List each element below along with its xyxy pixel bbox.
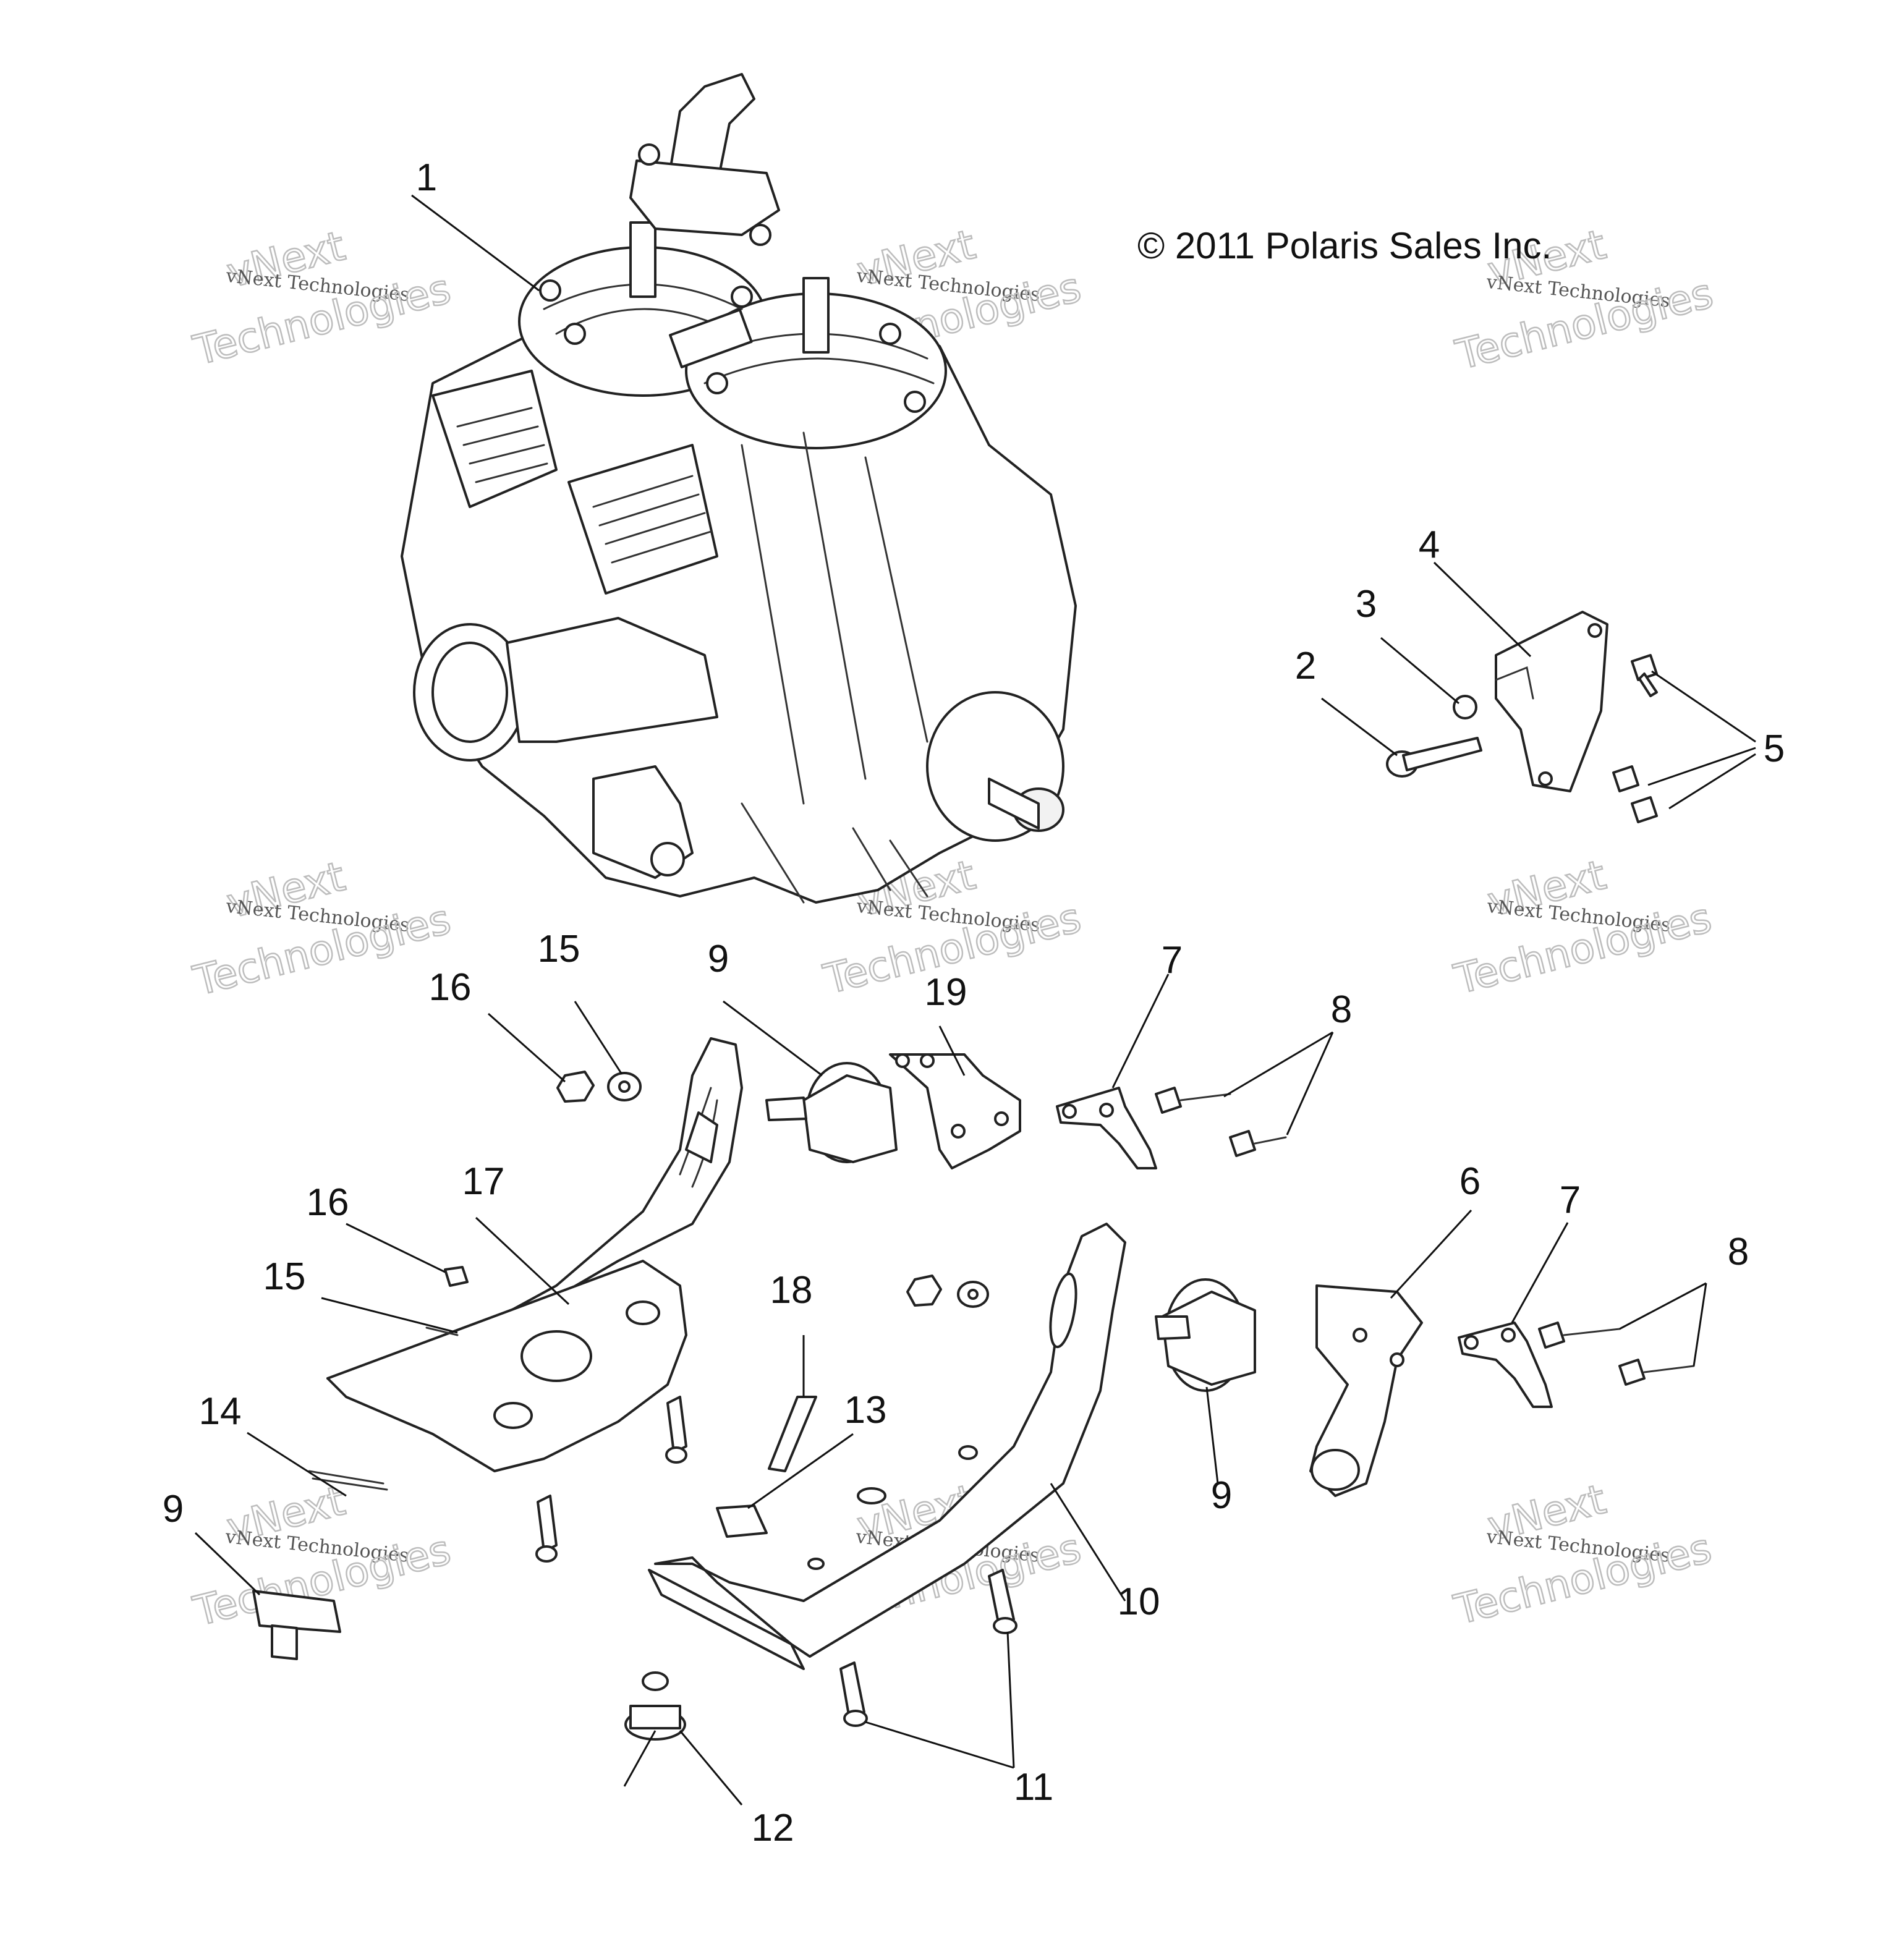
nut-part-16-upper	[556, 1071, 595, 1103]
washer-part-15-upper	[607, 1072, 642, 1101]
engine-assembly	[401, 73, 1077, 904]
callout-13: 13	[844, 1389, 887, 1432]
bumper-part-12	[624, 1671, 686, 1741]
callout-19: 19	[925, 971, 967, 1014]
callout-9-lower-right: 9	[1211, 1474, 1232, 1517]
callout-2: 2	[1295, 645, 1316, 687]
watermark-top-left: vNext vNext Technologies Technologies	[188, 221, 456, 375]
bolts-arm-17	[535, 1396, 687, 1563]
callout-18: 18	[770, 1269, 813, 1312]
callout-17: 17	[462, 1160, 505, 1203]
callout-3: 3	[1356, 583, 1377, 626]
callout-7-lower: 7	[1560, 1179, 1581, 1221]
callout-8-upper: 8	[1331, 988, 1352, 1031]
bolt-part-2	[1386, 737, 1482, 778]
callouts: 1 2 3 4 5 16 15 9 19 7 8 16 17 15 14 9 1…	[163, 156, 1785, 1849]
nut-part-3	[1453, 695, 1477, 719]
callout-16-lower: 16	[307, 1181, 349, 1224]
callout-1: 1	[416, 156, 437, 199]
watermark-bottom-right: vNext vNext Technologies Technologies	[1449, 1475, 1717, 1635]
link-part-7-upper	[1056, 1087, 1157, 1169]
bracket-part-6	[1309, 1284, 1423, 1497]
callout-5: 5	[1764, 728, 1785, 770]
plate-part-19	[889, 1053, 1021, 1169]
callout-15-lower: 15	[263, 1255, 306, 1298]
callout-9-lower-left: 9	[163, 1488, 184, 1530]
rivets-part-8-upper	[1155, 1087, 1287, 1157]
mount-part-9-lower-right	[1155, 1278, 1256, 1392]
callout-11: 11	[1014, 1766, 1053, 1809]
nut-part-16-lower	[444, 1266, 469, 1287]
mount-part-9-upper	[765, 1062, 898, 1163]
pad-part-13	[716, 1504, 768, 1538]
watermark-mid-left: vNext vNext Technologies Technologies	[188, 852, 456, 1006]
pin-part-18	[768, 1396, 817, 1472]
callout-10: 10	[1118, 1580, 1160, 1623]
link-part-7-lower	[1458, 1322, 1553, 1408]
callout-7-upper: 7	[1162, 939, 1183, 982]
callout-4: 4	[1419, 524, 1440, 566]
pin-part-15-lower	[425, 1326, 459, 1336]
bracket-part-4	[1495, 611, 1608, 792]
callout-9-upper: 9	[708, 938, 729, 980]
callout-12: 12	[752, 1807, 794, 1849]
callout-8-lower: 8	[1728, 1231, 1749, 1273]
strip-part-14	[308, 1470, 388, 1491]
callout-6: 6	[1459, 1160, 1481, 1203]
bolts-part-11	[839, 1569, 1017, 1727]
arm-part-10	[648, 1223, 1126, 1670]
leader-lines	[194, 194, 1756, 1805]
callout-14: 14	[199, 1390, 242, 1433]
nut-washer-arm-10	[906, 1275, 989, 1308]
callout-15-upper: 15	[538, 928, 580, 970]
rivets-part-8-lower	[1538, 1322, 1695, 1386]
arm-part-17	[326, 1037, 743, 1472]
mount-part-9-lower-left	[252, 1590, 341, 1660]
callout-16-upper: 16	[429, 966, 472, 1009]
watermark-mid-right: vNext vNext Technologies Technologies	[1449, 851, 1717, 1004]
bolts-part-5	[1612, 654, 1658, 823]
copyright-text: © 2011 Polaris Sales Inc.	[1137, 225, 1552, 266]
